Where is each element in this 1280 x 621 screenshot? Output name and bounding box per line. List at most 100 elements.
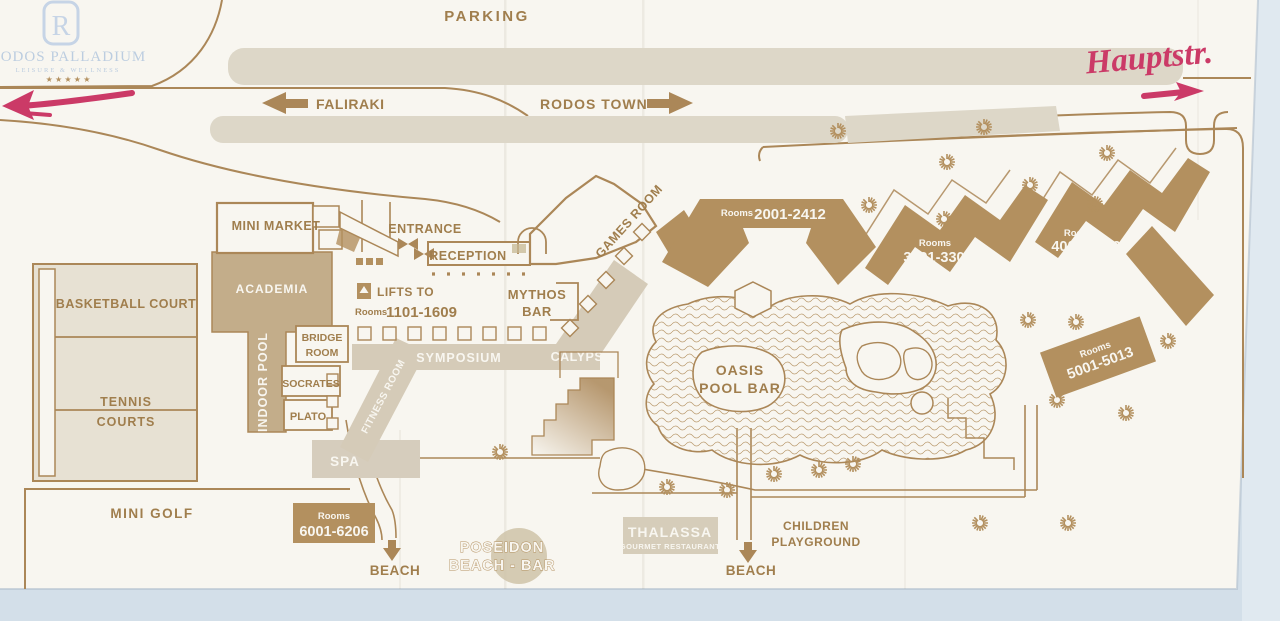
- logo-monogram: R: [52, 11, 71, 42]
- entrance-doors-icon: [398, 238, 434, 260]
- beach-arrow-down-icon: [383, 540, 401, 561]
- paper-edge-shadow: [0, 0, 1259, 590]
- walkway-zigzag-4001: [1021, 147, 1177, 233]
- building-rooms-4001: [1035, 158, 1210, 258]
- indoor-pool-label: INDOOR POOL: [256, 332, 270, 432]
- oasis-label-1: OASIS: [716, 362, 765, 378]
- small-room-c: [326, 417, 339, 430]
- lifts-rooms-word: Rooms: [355, 307, 387, 318]
- mini-golf-border: [24, 488, 350, 589]
- rooms-4001-word: Rooms: [1064, 228, 1096, 239]
- academia-label: ACADEMIA: [236, 282, 309, 296]
- lobby-kiosk-2: [366, 258, 373, 265]
- parking-strip-lower: [210, 116, 848, 143]
- service-room-1: [312, 205, 340, 228]
- rooms-2001-word: Rooms: [721, 208, 753, 219]
- rooms-6001-range: 6001-6206: [299, 524, 368, 540]
- lifts-to-label: LIFTS TO: [377, 285, 434, 299]
- sports-area: BASKETBALL COURT TENNIS COURTS: [32, 263, 198, 482]
- lifts-info: LIFTS TO Rooms 1101-1609: [355, 283, 457, 321]
- mini-market-label: MINI MARKET: [232, 219, 321, 233]
- basketball-court-label: BASKETBALL COURT: [56, 297, 196, 311]
- rooms-2001-range: 2001-2412: [754, 206, 826, 223]
- rooms-3001-range: 3001-3309: [903, 250, 972, 266]
- direction-faliraki: FALIRAKI: [262, 92, 385, 114]
- beach-label-1: BEACH: [370, 563, 421, 578]
- hand-arrow-left-smudge: [22, 111, 52, 117]
- oasis-pool: OASIS POOL BAR: [645, 281, 1007, 466]
- road-left-to-entrance: [0, 119, 501, 223]
- lobby-arch: [517, 227, 547, 254]
- reception-label: RECEPTION: [429, 249, 506, 263]
- parking-strip-lower-right: [845, 106, 1060, 143]
- road-left-upper-edge: [0, 87, 529, 117]
- building-rooms-5001: [1039, 316, 1157, 398]
- tennis-label: TENNIS: [100, 395, 152, 409]
- parking-label: PARKING: [444, 8, 530, 25]
- plato-building: [283, 399, 333, 431]
- corridor-to-entrance: [339, 210, 399, 258]
- beach-access-2: BEACH: [726, 542, 777, 578]
- amphitheatre-top: [559, 351, 619, 378]
- plato-label: PLATO: [290, 411, 327, 423]
- entrance-label: ENTRANCE: [388, 222, 461, 236]
- bridge-room-label-1: BRIDGE: [302, 332, 343, 344]
- bridge-room-label-2: ROOM: [306, 347, 339, 359]
- thalassa-label-1: THALASSA: [628, 524, 712, 540]
- building-rooms-2001: [662, 199, 876, 287]
- mythos-bar-outline: [550, 282, 579, 321]
- hand-arrow-left-shaft: [17, 90, 135, 109]
- building-rooms-4001-wing: [1126, 226, 1214, 326]
- path-pool-to-beach: [1024, 405, 1038, 497]
- socrates-label: SOCRATES: [282, 378, 340, 390]
- rodos-town-label: RODOS TOWN: [540, 96, 648, 112]
- lift-icon-arrow: [359, 286, 369, 293]
- arrow-left-icon: [262, 92, 308, 114]
- poseidon-beach-bar: POSEIDON BEACH - BAR: [448, 528, 556, 584]
- building-rooms-3001: [865, 185, 1048, 285]
- poseidon-label-2: BEACH - BAR: [449, 558, 556, 574]
- thalassa-label-2: GOURMET RESTAURANT: [620, 542, 721, 551]
- rooms-4001-range: 4001-4309: [1051, 239, 1120, 255]
- small-room-b: [326, 395, 339, 408]
- games-corridor-band: [556, 260, 648, 370]
- thalassa-restaurant: THALASSA GOURMET RESTAURANT: [620, 517, 721, 554]
- hotel-logo: R RODOS PALLADIUM LEISURE & WELLNESS ★ ★…: [0, 0, 146, 84]
- main-building-complex: [211, 174, 702, 478]
- mythos-bar-label-2: BAR: [522, 304, 552, 319]
- pool-hexagon-deck: [734, 281, 772, 318]
- lobby-furniture: [512, 244, 526, 253]
- calypso-label: CALYPSO: [551, 350, 614, 364]
- paper-fold-creases: [399, 0, 1199, 589]
- poseidon-label-1: POSEIDON: [460, 540, 545, 556]
- amphitheatre-steps: [531, 377, 615, 456]
- lobby-building: [528, 174, 658, 266]
- oasis-label-2: POOL BAR: [699, 380, 781, 396]
- symposium-label: SYMPOSIUM: [416, 351, 501, 365]
- canopy-structure: [336, 228, 360, 252]
- pool-island-2: [839, 321, 937, 395]
- jacuzzi-2: [903, 347, 933, 381]
- mini-market-building: [215, 201, 315, 255]
- thalassa-building: [623, 517, 718, 554]
- children-label-1: CHILDREN: [783, 519, 849, 533]
- rooms-6001-word: Rooms: [318, 511, 350, 522]
- pool-bar-island: [692, 345, 786, 413]
- beach-label-2: BEACH: [726, 563, 777, 578]
- road-right-vertical: [847, 127, 1244, 478]
- logo-name: RODOS PALLADIUM: [0, 49, 146, 65]
- mini-golf-label: MINI GOLF: [110, 506, 193, 521]
- courts-dividers: [55, 336, 197, 411]
- rooms-3001-word: Rooms: [919, 238, 951, 249]
- accommodation-buildings: [293, 158, 1214, 543]
- spa-label: SPA: [330, 454, 360, 469]
- hand-arrow-right-shaft: [1141, 89, 1187, 99]
- beach-access-1: BEACH: [370, 540, 421, 578]
- academia-wing: [211, 251, 333, 433]
- courts-side-strip: [38, 268, 56, 477]
- mythos-bar-label-1: MYTHOS: [508, 287, 567, 302]
- children-playground: CHILDREN PLAYGROUND: [771, 519, 860, 549]
- faliraki-label: FALIRAKI: [316, 96, 385, 112]
